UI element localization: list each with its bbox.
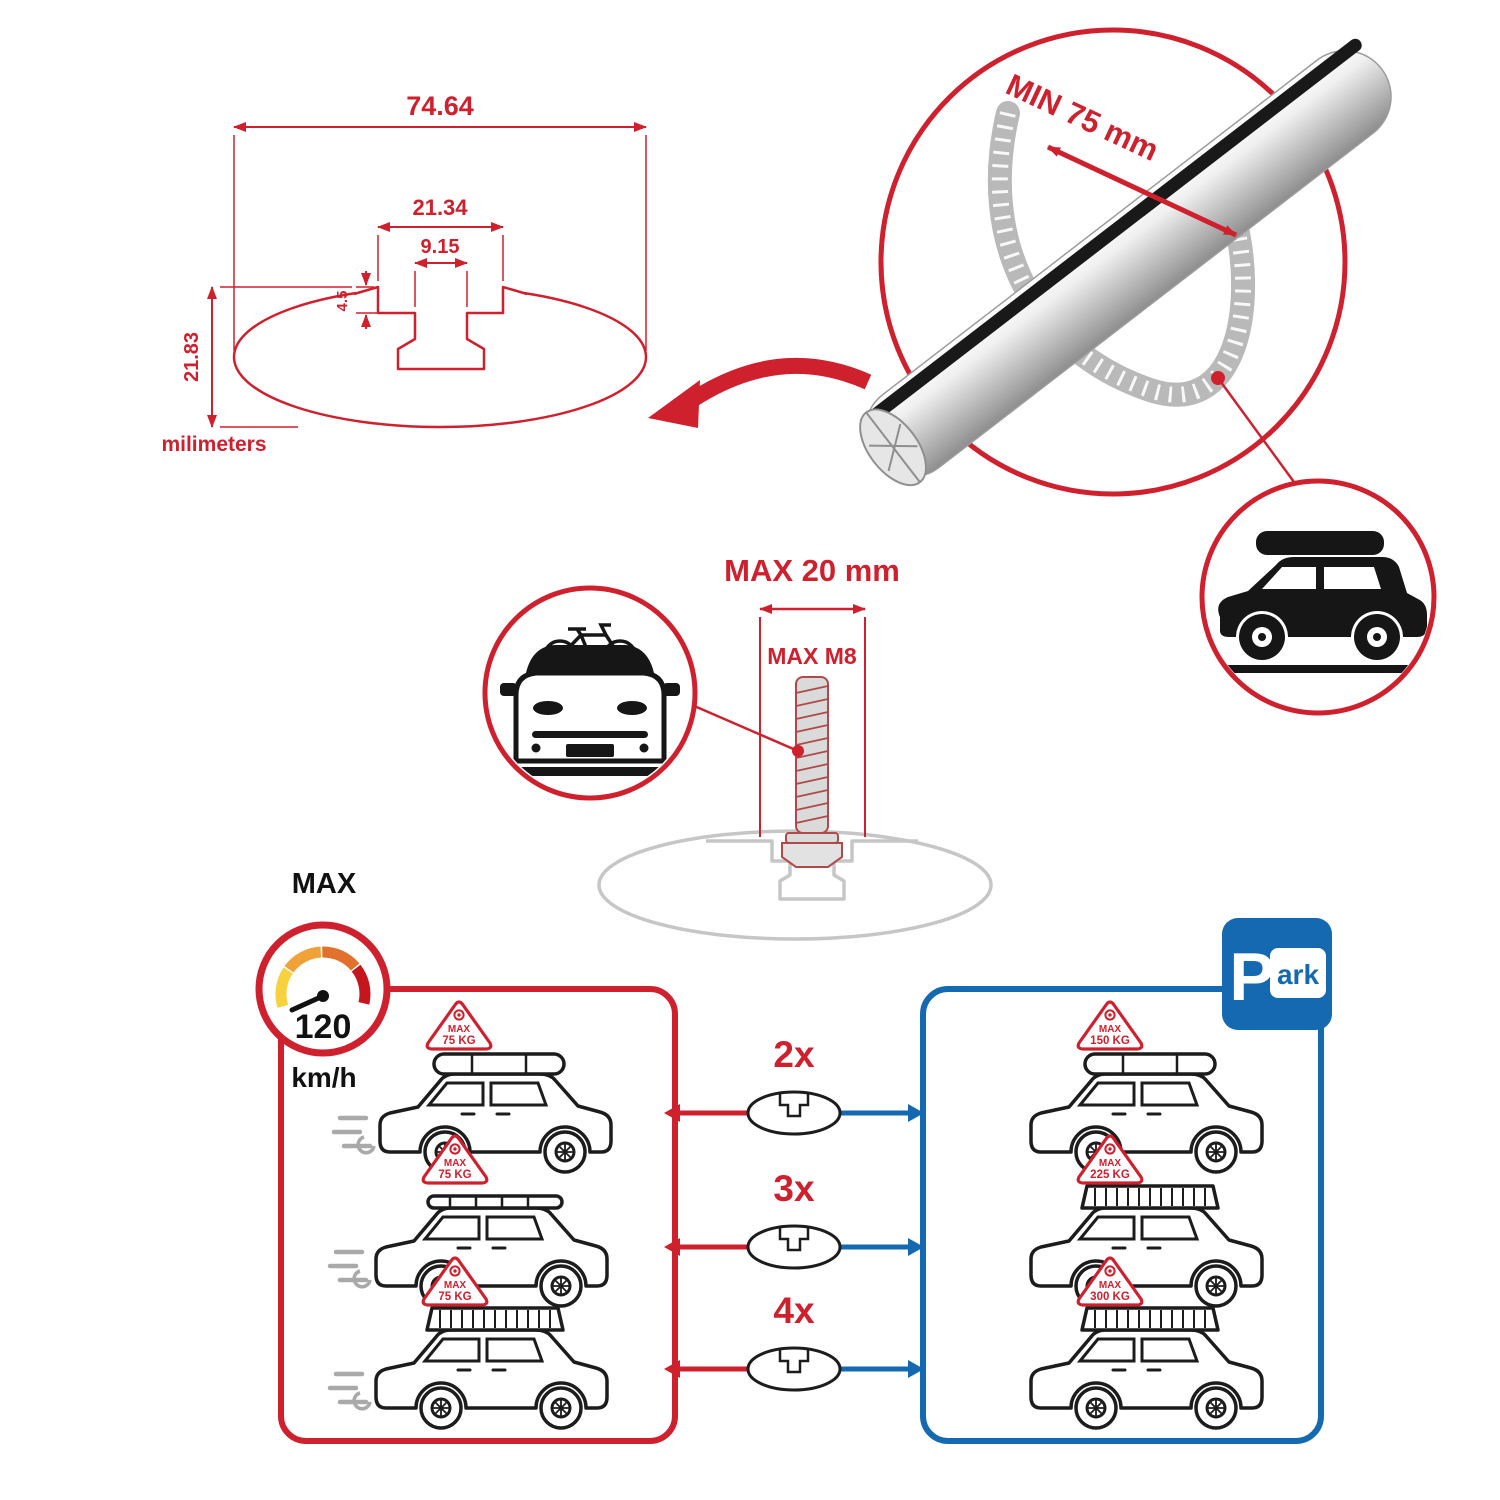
park-sign-ark: ark (1277, 959, 1319, 990)
dim-channel-width: 21.34 (412, 195, 468, 220)
sign-max-text: MAX (1099, 1280, 1122, 1291)
sign-weight-text: 75 KG (438, 1169, 471, 1181)
min-span-arrow (1046, 144, 1238, 238)
faded-t-slot (706, 839, 918, 901)
bar-count-label: 2x (773, 1034, 815, 1075)
dim-slot-width: 9.15 (421, 236, 460, 258)
max-width-label: MAX 20 mm (724, 553, 900, 588)
sign-max-text: MAX (1099, 1024, 1122, 1035)
cross-section-diagram: 74.64 21.34 9.15 4.5 21.83 milimeters (161, 91, 648, 456)
sign-max-text: MAX (444, 1158, 467, 1169)
roof-rack (426, 1194, 564, 1210)
sign-max-text: MAX (444, 1280, 467, 1291)
driving-car-row3: MAX 75 KG (330, 1256, 609, 1430)
units-label: milimeters (161, 433, 266, 456)
dim-lip-depth: 4.5 (334, 291, 351, 312)
wheel (1194, 1386, 1238, 1430)
bar-count-row1: 2x (664, 1034, 924, 1141)
wheel (419, 1386, 463, 1430)
max-load-sign: MAX 75 KG (425, 1000, 493, 1051)
speed-value: 120 (295, 1008, 352, 1046)
max-load-sign: MAX 75 KG (421, 1256, 489, 1307)
callout-dot (792, 745, 804, 757)
roof-cargo-box (1083, 1052, 1217, 1076)
sign-weight-text: 300 KG (1090, 1291, 1130, 1303)
speed-unit-label: km/h (291, 1062, 357, 1093)
crossbar-profile-arrows (664, 1226, 924, 1268)
sign-max-text: MAX (1099, 1158, 1122, 1169)
motion-lines (330, 1374, 370, 1409)
park-zone-box (920, 986, 1324, 1444)
sign-weight-text: 225 KG (1090, 1169, 1130, 1181)
roof-basket (425, 1306, 565, 1332)
speed-zone-box (278, 986, 678, 1444)
crossbar-profile-arrows (664, 1348, 924, 1390)
roof-basket (1080, 1306, 1220, 1332)
dim-total-height: 21.83 (181, 332, 203, 382)
sign-weight-text: 75 KG (442, 1035, 475, 1047)
arrowhead (648, 380, 700, 428)
driving-car-row2: MAX 75 KG (330, 1134, 609, 1308)
sign-weight-text: 150 KG (1090, 1035, 1130, 1047)
driving-car-row1: MAX 75 KG (334, 1000, 613, 1174)
bolt-t-head (781, 842, 843, 868)
speed-max-label: MAX (291, 868, 357, 900)
parked-car-row1: MAX 150 KG (1029, 1000, 1264, 1174)
bolt-threads (795, 685, 829, 824)
parked-car-row3: MAX 300 KG (1029, 1256, 1264, 1430)
bar-count-label: 4x (773, 1290, 815, 1331)
car-front-bike-illustration (489, 623, 691, 776)
car-roofbox-inset (1199, 478, 1437, 716)
bolt-spec-diagram: MAX 20 mm MAX M8 (482, 553, 993, 941)
speed-gauge: 120 (255, 921, 391, 1057)
bar-count-label: 3x (773, 1168, 815, 1209)
max-load-sign: MAX 150 KG (1076, 1000, 1144, 1051)
bar-render-detail: MIN 75 mm (859, 27, 1437, 716)
bar-count-row2: 3x (664, 1168, 924, 1275)
max-load-sign: MAX 225 KG (1076, 1134, 1144, 1185)
wheel (1074, 1386, 1118, 1430)
max-thread-label: MAX M8 (767, 643, 857, 669)
sign-max-text: MAX (448, 1024, 471, 1035)
parked-car-row2: MAX 225 KG (1029, 1134, 1264, 1308)
car-front-bike-inset (482, 585, 804, 801)
bar-count-row3: 4x (664, 1290, 924, 1397)
windshield (526, 645, 654, 673)
suv-with-roofbox-illustration (1205, 531, 1431, 673)
roof-cargo-box (432, 1052, 566, 1076)
max-load-sign: MAX 300 KG (1076, 1256, 1144, 1307)
wheel (539, 1386, 583, 1430)
roof-basket (1080, 1184, 1220, 1210)
sign-weight-text: 75 KG (438, 1291, 471, 1303)
max-load-sign: MAX 75 KG (421, 1134, 489, 1185)
dim-total-width: 74.64 (406, 91, 474, 121)
park-sign: P ark (1222, 918, 1332, 1030)
pointer-arrow (648, 357, 872, 428)
crossbar-profile-arrows (664, 1092, 924, 1134)
bolt-illustration (781, 676, 843, 868)
roof-box (1256, 531, 1384, 555)
park-sign-p: P (1229, 939, 1274, 1015)
